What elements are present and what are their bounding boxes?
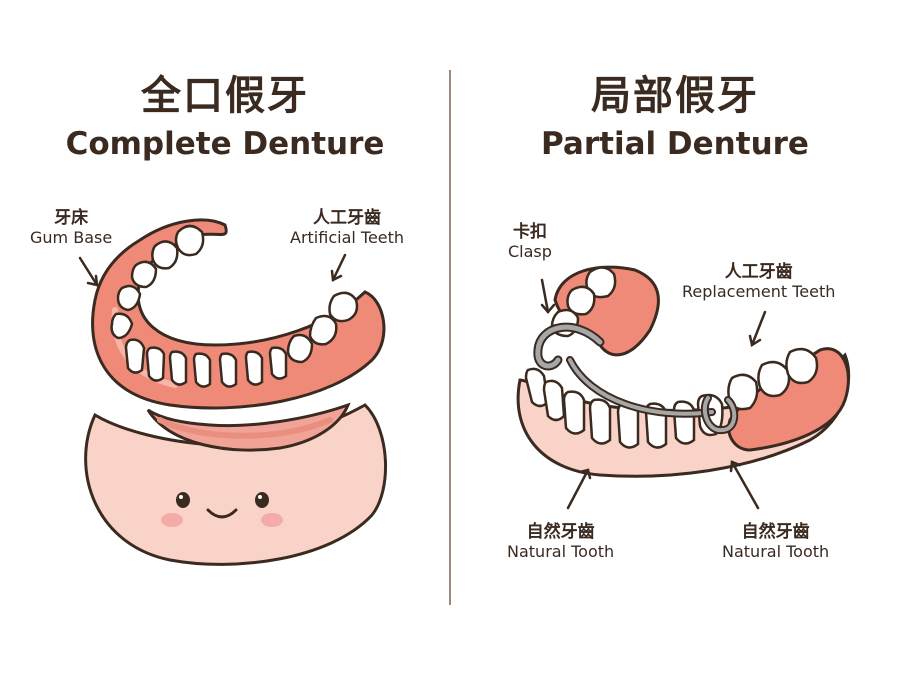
natural-tooth-right-label: 自然牙齒 Natural Tooth (722, 522, 829, 562)
gum-base-label: 牙床 Gum Base (30, 208, 112, 248)
clasp-arrow (542, 280, 554, 312)
complete-denture-illustration (0, 0, 450, 675)
partial-denture-illustration (450, 0, 900, 675)
natural-tooth-left-arrow (568, 470, 590, 508)
clasp-label: 卡扣 Clasp (508, 222, 552, 262)
smiling-gum-face (86, 405, 386, 564)
natural-tooth-right-arrow (731, 462, 758, 508)
gum-base-arrow (80, 258, 97, 285)
natural-tooth-left-label: 自然牙齒 Natural Tooth (507, 522, 614, 562)
replacement-teeth-label: 人工牙齒 Replacement Teeth (682, 262, 835, 302)
complete-denture-panel: 全口假牙 Complete Denture (0, 0, 450, 675)
replacement-teeth-arrow (750, 312, 765, 345)
artificial-teeth-label: 人工牙齒 Artificial Teeth (290, 208, 404, 248)
artificial-teeth-arrow (332, 255, 345, 280)
partial-denture-panel: 局部假牙 Partial Denture (450, 0, 900, 675)
